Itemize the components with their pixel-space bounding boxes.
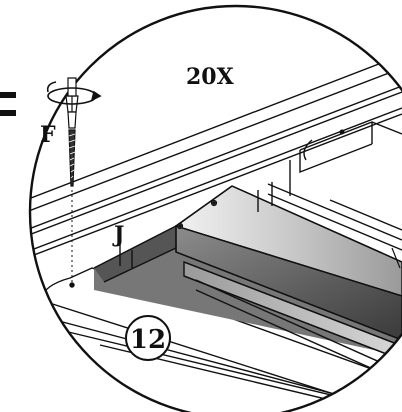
detail-circle-content <box>30 54 402 412</box>
step-number: 12 <box>130 325 166 355</box>
step-number-badge: 12 <box>125 315 171 361</box>
screw-icon <box>65 77 79 187</box>
fastener-label: F <box>40 122 56 148</box>
part-label: J <box>112 222 124 248</box>
leader-mark <box>0 92 16 116</box>
quantity-label: 20X <box>186 64 235 90</box>
detail-circle-border <box>28 4 402 412</box>
rotate-clockwise-icon <box>46 81 102 105</box>
